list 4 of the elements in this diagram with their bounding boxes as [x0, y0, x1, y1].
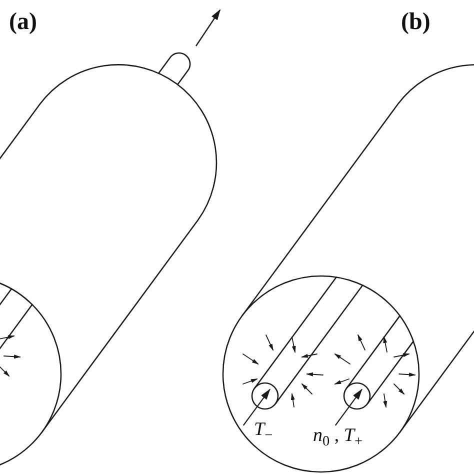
panel-label: (a) [9, 10, 37, 34]
panel-label: (b) [401, 10, 430, 34]
variable-label: n$_{0}$ , T$_{+}$ [313, 426, 362, 445]
variable-label: T$_{−}$ [254, 420, 273, 439]
